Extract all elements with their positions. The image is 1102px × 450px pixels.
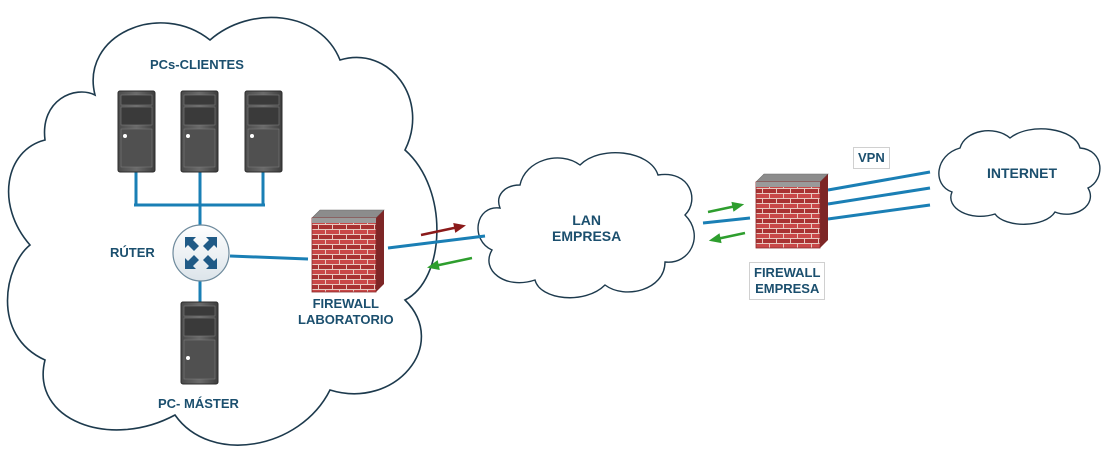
firewall-laboratorio-line1: FIREWALL	[312, 296, 379, 311]
firewall-laboratorio-line2: LABORATORIO	[298, 312, 394, 327]
internet-label: INTERNET	[987, 165, 1057, 181]
vpn-label: VPN	[853, 147, 890, 169]
server-icon	[117, 90, 156, 173]
firewall-icon	[755, 173, 829, 249]
firewall-empresa-line2: EMPRESA	[755, 281, 820, 296]
server-icon	[244, 90, 283, 173]
lan-empresa-cloud	[477, 152, 695, 299]
lan-empresa-line1: LAN	[572, 212, 601, 228]
firewall-empresa-line1: FIREWALL	[754, 265, 821, 280]
arrow-icon	[707, 201, 745, 214]
firewall-icon	[311, 209, 385, 293]
lan-empresa-line2: EMPRESA	[552, 228, 622, 244]
pc-master-label: PC- MÁSTER	[158, 396, 239, 411]
arrow-icon	[708, 231, 746, 244]
firewall-empresa-label: FIREWALL EMPRESA	[749, 262, 826, 300]
arrow-icon	[427, 256, 473, 270]
firewall-laboratorio-label: FIREWALL LABORATORIO	[298, 296, 394, 328]
server-icon	[180, 90, 219, 173]
router-icon	[172, 224, 230, 282]
lab-network-cloud	[6, 16, 438, 446]
internet-cloud	[938, 128, 1101, 225]
server-icon	[180, 301, 219, 385]
client-links	[134, 170, 931, 302]
pcs-clientes-label: PCs-CLIENTES	[150, 57, 244, 72]
arrow-icon	[420, 223, 466, 237]
lan-empresa-label: LAN EMPRESA	[552, 212, 621, 244]
router-label: RÚTER	[110, 245, 155, 260]
